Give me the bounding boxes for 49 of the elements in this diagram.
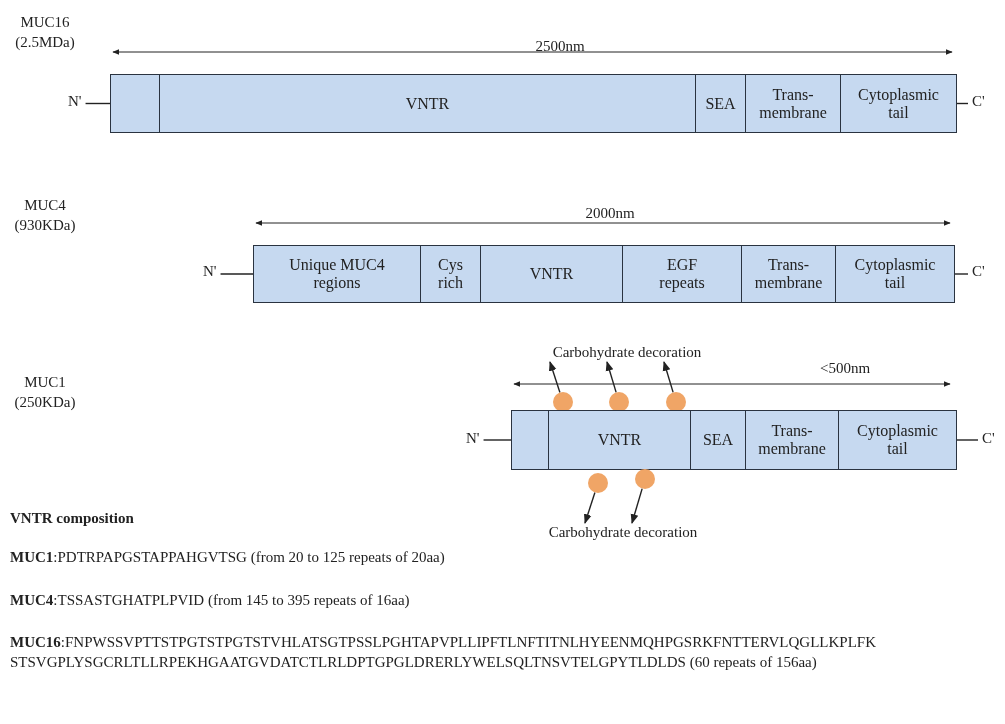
terminus-line [219, 273, 254, 275]
leader-arrow [662, 361, 674, 394]
terminus-line [84, 102, 111, 105]
glycan-circle [609, 392, 629, 412]
domain-segment: EGF repeats [622, 245, 742, 303]
leader-arrow [584, 491, 596, 524]
domain-segment: VNTR [480, 245, 623, 303]
dimension-label: <500nm [819, 360, 871, 377]
glycan-circle [553, 392, 573, 412]
sequence-text: MUC16:FNPWSSVPTTSTPGTSTPGTSTVHLATSGTPSSLPGHTAPVPLLIPFTLNFTITNLHYEENMQHPGSRKFNTTERVLQGLLKPLFKSTSVGPLYSGCRLTLLRPEKHGAATGVDATCTLRLDPTGPGLDRERLYWELSQLTNSVTELGPYTLDLDS (60 repeats of 156aa) [10, 633, 877, 672]
terminus-label: C' [982, 430, 995, 447]
sequence-text: MUC4:TSSASTGHATPLPVID (from 145 to 395 repeats of 16aa) [10, 592, 410, 609]
dimension-label: 2000nm [585, 205, 635, 222]
glycan-circle [588, 473, 608, 493]
terminus-label: C' [972, 93, 985, 110]
annotation-label: Carbohydrate decoration [548, 524, 698, 541]
terminus-label: N' [466, 430, 480, 447]
domain-segment: Trans- membrane [741, 245, 836, 303]
leader-arrow [605, 361, 617, 394]
leader-arrow [549, 361, 561, 394]
domain-segment: Cytoplasmic tail [840, 74, 957, 133]
terminus-label: N' [203, 263, 217, 280]
leader-arrow [630, 487, 643, 524]
domain-segment: Cys rich [420, 245, 481, 303]
domain-segment: Cytoplasmic tail [838, 410, 957, 470]
section-heading: VNTR composition [10, 510, 134, 527]
protein-label: MUC4 (930KDa) [13, 196, 77, 235]
terminus-line [954, 273, 969, 275]
sequence-text: MUC1:PDTRPAPGSTAPPAHGVTSG (from 20 to 125 repeats of 20aa) [10, 549, 445, 566]
domain-segment [511, 410, 549, 470]
domain-segment: Unique MUC4 regions [253, 245, 421, 303]
protein-label: MUC1 (250KDa) [13, 373, 77, 412]
domain-segment: VNTR [159, 74, 696, 133]
dimension-label: 2500nm [535, 38, 585, 55]
domain-segment: Cytoplasmic tail [835, 245, 955, 303]
domain-segment: SEA [695, 74, 746, 133]
domain-segment: VNTR [548, 410, 691, 470]
glycan-circle [666, 392, 686, 412]
terminus-label: C' [972, 263, 985, 280]
terminus-line [482, 439, 512, 441]
domain-segment [110, 74, 160, 133]
domain-segment: SEA [690, 410, 746, 470]
terminus-line [956, 439, 979, 441]
domain-segment: Trans- membrane [745, 74, 841, 133]
annotation-label: Carbohydrate decoration [552, 344, 702, 361]
domain-segment: Trans- membrane [745, 410, 839, 470]
terminus-label: N' [68, 93, 82, 110]
protein-label: MUC16 (2.5MDa) [14, 13, 76, 52]
glycan-circle [635, 469, 655, 489]
